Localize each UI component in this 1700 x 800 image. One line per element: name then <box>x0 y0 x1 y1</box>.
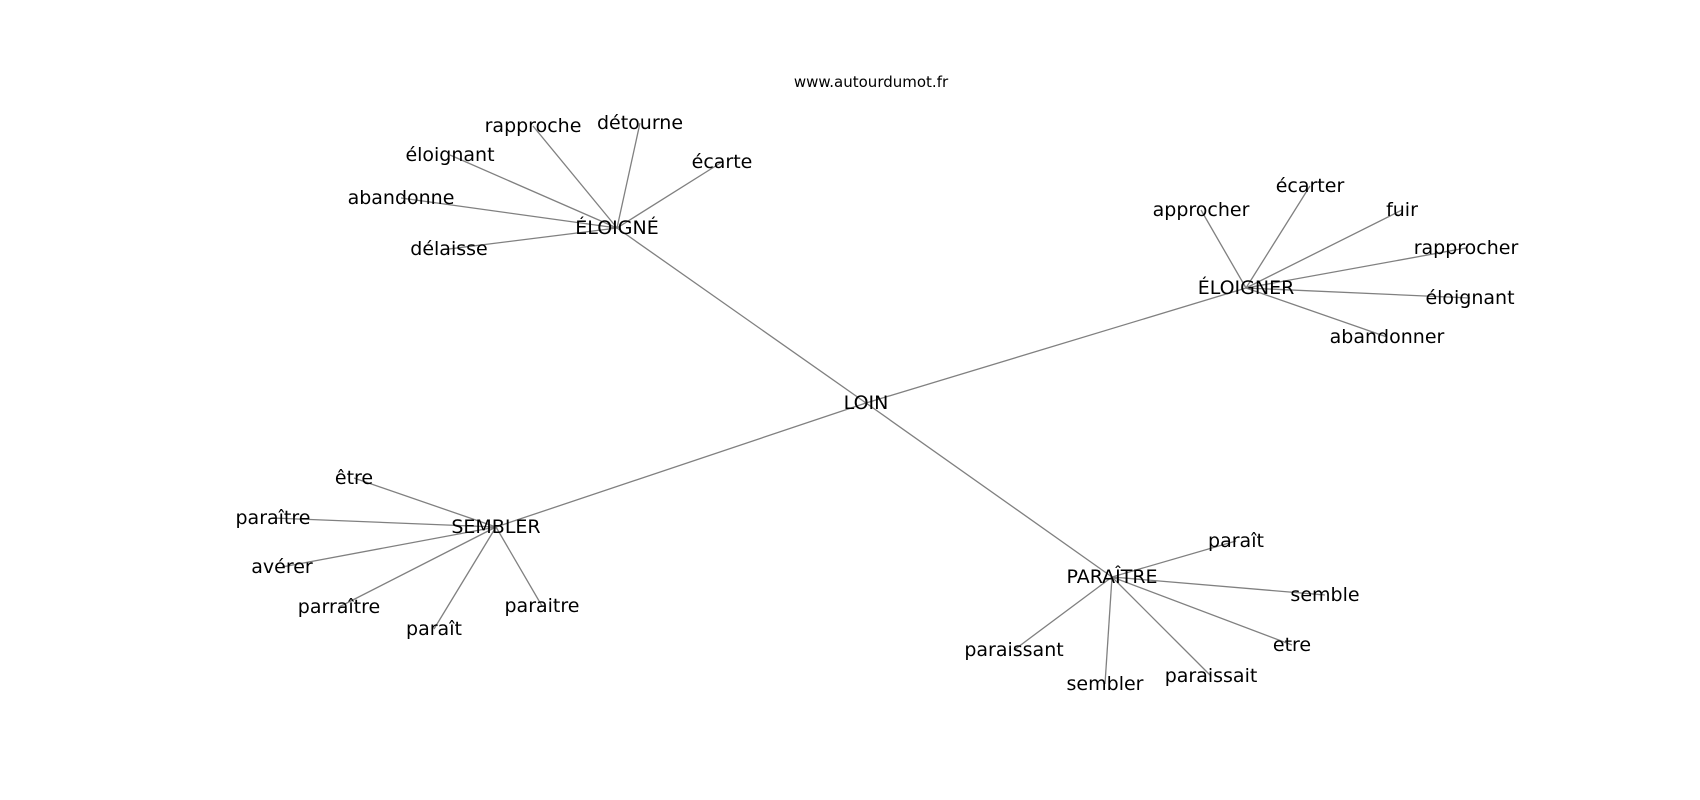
leaf-node-label[interactable]: semble <box>1290 584 1359 606</box>
leaf-node-label[interactable]: écarter <box>1276 175 1345 197</box>
center-node-label[interactable]: LOIN <box>844 392 889 414</box>
hub-node-label[interactable]: ÉLOIGNÉ <box>575 216 658 239</box>
leaf-node-label[interactable]: paraitre <box>505 595 580 617</box>
edge-hub-leaf <box>616 122 641 229</box>
edge-hub-leaf <box>1111 540 1237 578</box>
edge-center-hub <box>865 402 1113 578</box>
edge-hub-leaf <box>616 161 723 229</box>
edge-center-hub <box>865 287 1247 404</box>
leaf-node-label[interactable]: fuir <box>1386 199 1418 221</box>
leaf-node-label[interactable]: abandonne <box>348 187 455 209</box>
site-url: www.autourdumot.fr <box>794 73 949 91</box>
edge-hub-leaf <box>1104 576 1113 685</box>
edge-hub-leaf <box>1245 287 1471 299</box>
edge-hub-leaf <box>1111 576 1212 677</box>
leaf-node-label[interactable]: sembler <box>1067 673 1144 695</box>
edge-hub-leaf <box>281 526 497 568</box>
edge-hub-leaf <box>1013 576 1113 651</box>
hub-node-label[interactable]: ÉLOIGNER <box>1198 276 1295 299</box>
edge-hub-leaf <box>1245 185 1311 289</box>
edge-hub-leaf <box>1245 247 1467 289</box>
edge-hub-leaf <box>433 526 497 630</box>
edge-center-hub <box>495 402 867 528</box>
leaf-node-label[interactable]: délaisse <box>410 238 487 260</box>
leaf-node-label[interactable]: approcher <box>1153 199 1250 221</box>
hub-node-label[interactable]: PARAÎTRE <box>1066 565 1157 588</box>
graph-edges <box>272 122 1471 685</box>
leaf-node-label[interactable]: être <box>335 467 373 489</box>
leaf-node-label[interactable]: paraît <box>1208 530 1264 552</box>
edge-hub-leaf <box>272 517 497 528</box>
edge-hub-leaf <box>1200 209 1247 289</box>
graph-nodes: LOIN ÉLOIGNÉ rapproche détourne éloignant éca… <box>236 112 1519 695</box>
leaf-node-label[interactable]: éloignant <box>1425 287 1514 309</box>
edge-hub-leaf <box>449 154 618 229</box>
edge-hub-leaf <box>1111 576 1293 646</box>
leaf-node-label[interactable]: avérer <box>251 556 313 578</box>
edge-hub-leaf <box>532 125 618 229</box>
leaf-node-label[interactable]: rapprocher <box>1414 237 1519 259</box>
leaf-node-label[interactable]: abandonner <box>1330 326 1445 348</box>
leaf-node-label[interactable]: écarte <box>692 151 753 173</box>
edge-hub-leaf <box>448 227 618 250</box>
edge-hub-leaf <box>1245 287 1388 338</box>
edge-center-hub <box>616 227 867 404</box>
edge-hub-leaf <box>495 526 543 607</box>
leaf-node-label[interactable]: paraissant <box>964 639 1063 661</box>
hub-node-label[interactable]: SEMBLER <box>451 516 540 538</box>
leaf-node-label[interactable]: etre <box>1273 634 1311 656</box>
edge-hub-leaf <box>1245 209 1403 289</box>
leaf-node-label[interactable]: éloignant <box>405 144 494 166</box>
leaf-node-label[interactable]: paraissait <box>1165 665 1258 687</box>
leaf-node-label[interactable]: paraît <box>406 618 462 640</box>
edge-hub-leaf <box>1111 576 1326 596</box>
leaf-node-label[interactable]: rapproche <box>485 115 582 137</box>
edge-hub-leaf <box>338 526 497 608</box>
edge-hub-leaf <box>400 197 618 229</box>
leaf-node-label[interactable]: paraître <box>236 507 311 529</box>
leaf-node-label[interactable]: parraître <box>298 596 380 618</box>
leaf-node-label[interactable]: détourne <box>597 112 683 134</box>
edge-hub-leaf <box>353 477 497 528</box>
